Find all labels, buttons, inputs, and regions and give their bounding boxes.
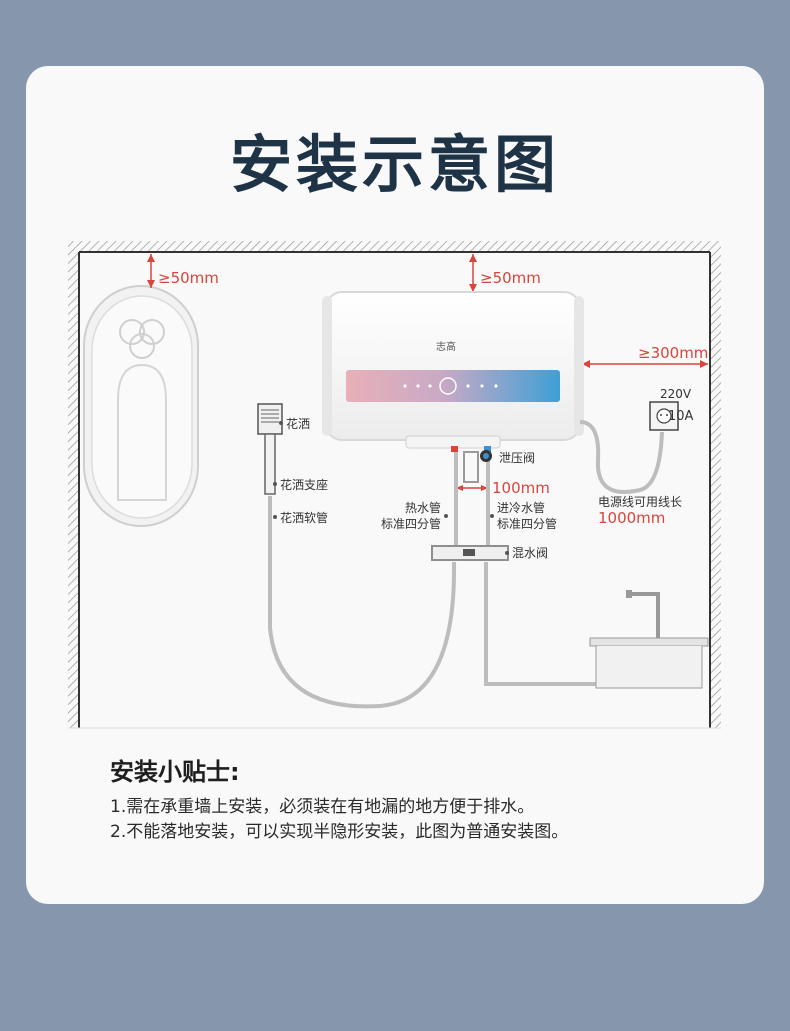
pipes <box>268 420 664 709</box>
pressure-valve-label: 泄压阀 <box>499 451 535 465</box>
tips-heading: 安装小贴士: <box>110 758 240 786</box>
control-panel <box>346 370 560 402</box>
shower-hose-label: 花洒软管 <box>280 510 328 525</box>
pressure-relief-valve <box>463 450 492 483</box>
voltage-label: 220V <box>660 387 692 401</box>
page-title: 安装示意图 <box>229 128 560 201</box>
clearance-right-label: ≥300mm <box>638 344 708 362</box>
shower-head <box>257 403 283 495</box>
clearance-left-label: ≥50mm <box>158 269 219 287</box>
hot-pipe-label: 热水管 <box>405 500 441 515</box>
water-heater <box>322 291 584 452</box>
power-outlet <box>649 401 679 431</box>
bath-panel-illustration <box>83 285 199 527</box>
cold-pipe-label: 进冷水管 <box>497 500 545 515</box>
clearance-top-label: ≥50mm <box>480 269 541 287</box>
pipe-spacing-label: 100mm <box>492 479 550 497</box>
brand-logo: 志高 <box>436 340 456 353</box>
sink <box>589 590 709 689</box>
tip-item: 2.不能落地安装，可以实现半隐形安装，此图为普通安装图。 <box>110 822 569 842</box>
wall-frame <box>68 241 721 729</box>
shower-holder-label: 花洒支座 <box>280 477 328 492</box>
hot-pipe-spec-label: 标准四分管 <box>381 516 441 531</box>
tip-item: 1.需在承重墙上安装，必须装在有地漏的地方便于排水。 <box>110 797 535 817</box>
cord-length-label: 1000mm <box>598 509 665 527</box>
mixing-valve <box>431 545 509 561</box>
cold-pipe-spec-label: 标准四分管 <box>497 516 557 531</box>
cord-note-label: 电源线可用线长 <box>598 495 682 509</box>
shower-head-label: 花洒 <box>286 416 310 431</box>
leader-dots <box>273 482 509 555</box>
current-label: 10A <box>668 409 694 424</box>
mixing-valve-label: 混水阀 <box>512 546 548 560</box>
